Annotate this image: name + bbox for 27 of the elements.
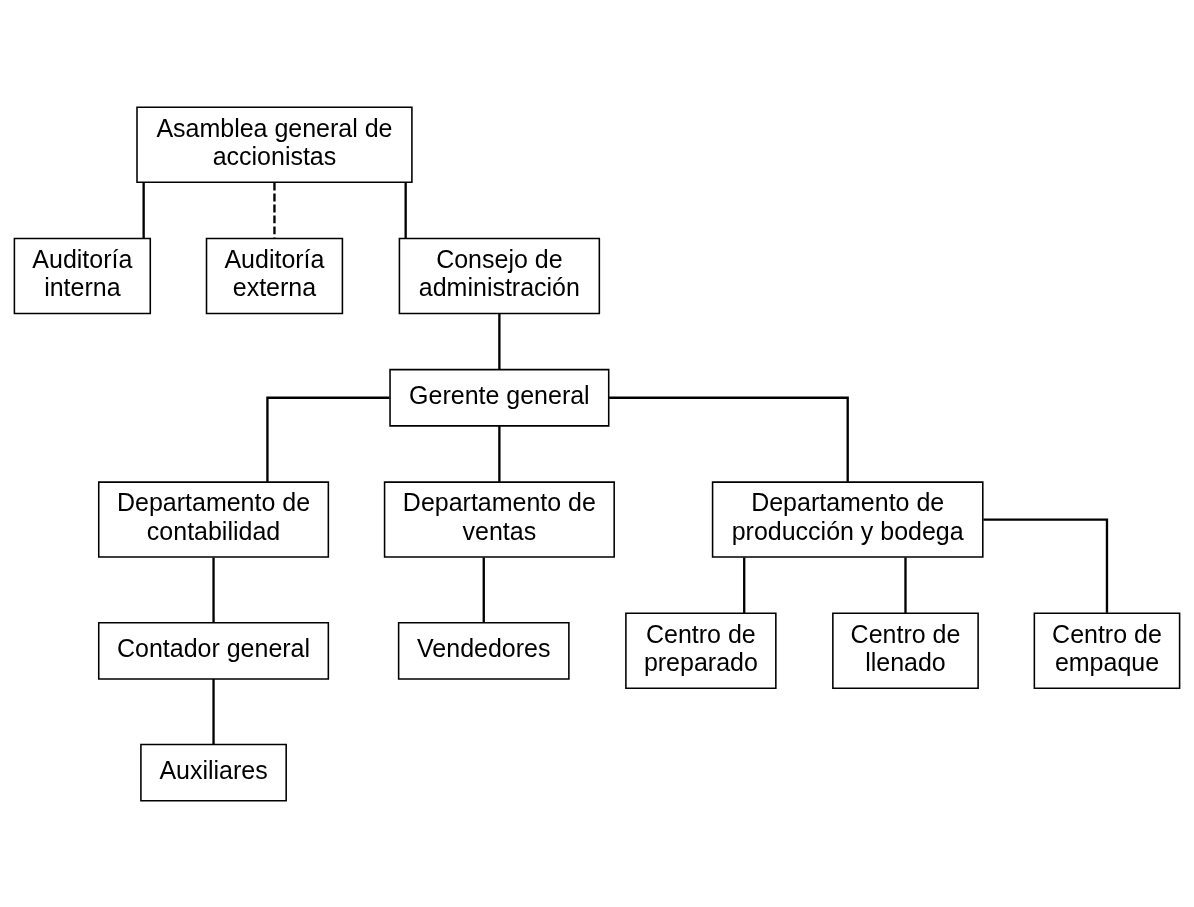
- connector: [498, 425, 501, 482]
- node-box: Centro de empaque: [1033, 612, 1181, 689]
- connector: [904, 557, 907, 613]
- node-box: Gerente general: [389, 368, 610, 427]
- node-box: Auxiliares: [140, 743, 287, 802]
- node-box: Contador general: [97, 621, 330, 680]
- node-box: Auditoría externa: [205, 237, 344, 314]
- node-box: Asamblea general de accionistas: [136, 105, 413, 183]
- node-box: Departamento de contabilidad: [97, 480, 330, 558]
- node-box: Centro de llenado: [832, 612, 979, 689]
- connector: [482, 557, 485, 623]
- connector: [404, 182, 407, 238]
- connector: [273, 182, 276, 238]
- connector: [498, 313, 501, 369]
- connector: [609, 396, 849, 482]
- connector: [212, 557, 215, 623]
- node-box: Departamento de producción y bodega: [711, 480, 984, 558]
- node-box: Vendedores: [397, 621, 570, 680]
- connector: [142, 182, 145, 238]
- node-box: Consejo de administración: [398, 237, 601, 314]
- connector: [983, 517, 1109, 613]
- node-box: Auditoría interna: [13, 237, 152, 314]
- node-box: Centro de preparado: [625, 612, 777, 689]
- connector: [743, 557, 746, 613]
- connector: [266, 396, 390, 482]
- node-box: Departamento de ventas: [383, 480, 615, 558]
- connector: [212, 678, 215, 744]
